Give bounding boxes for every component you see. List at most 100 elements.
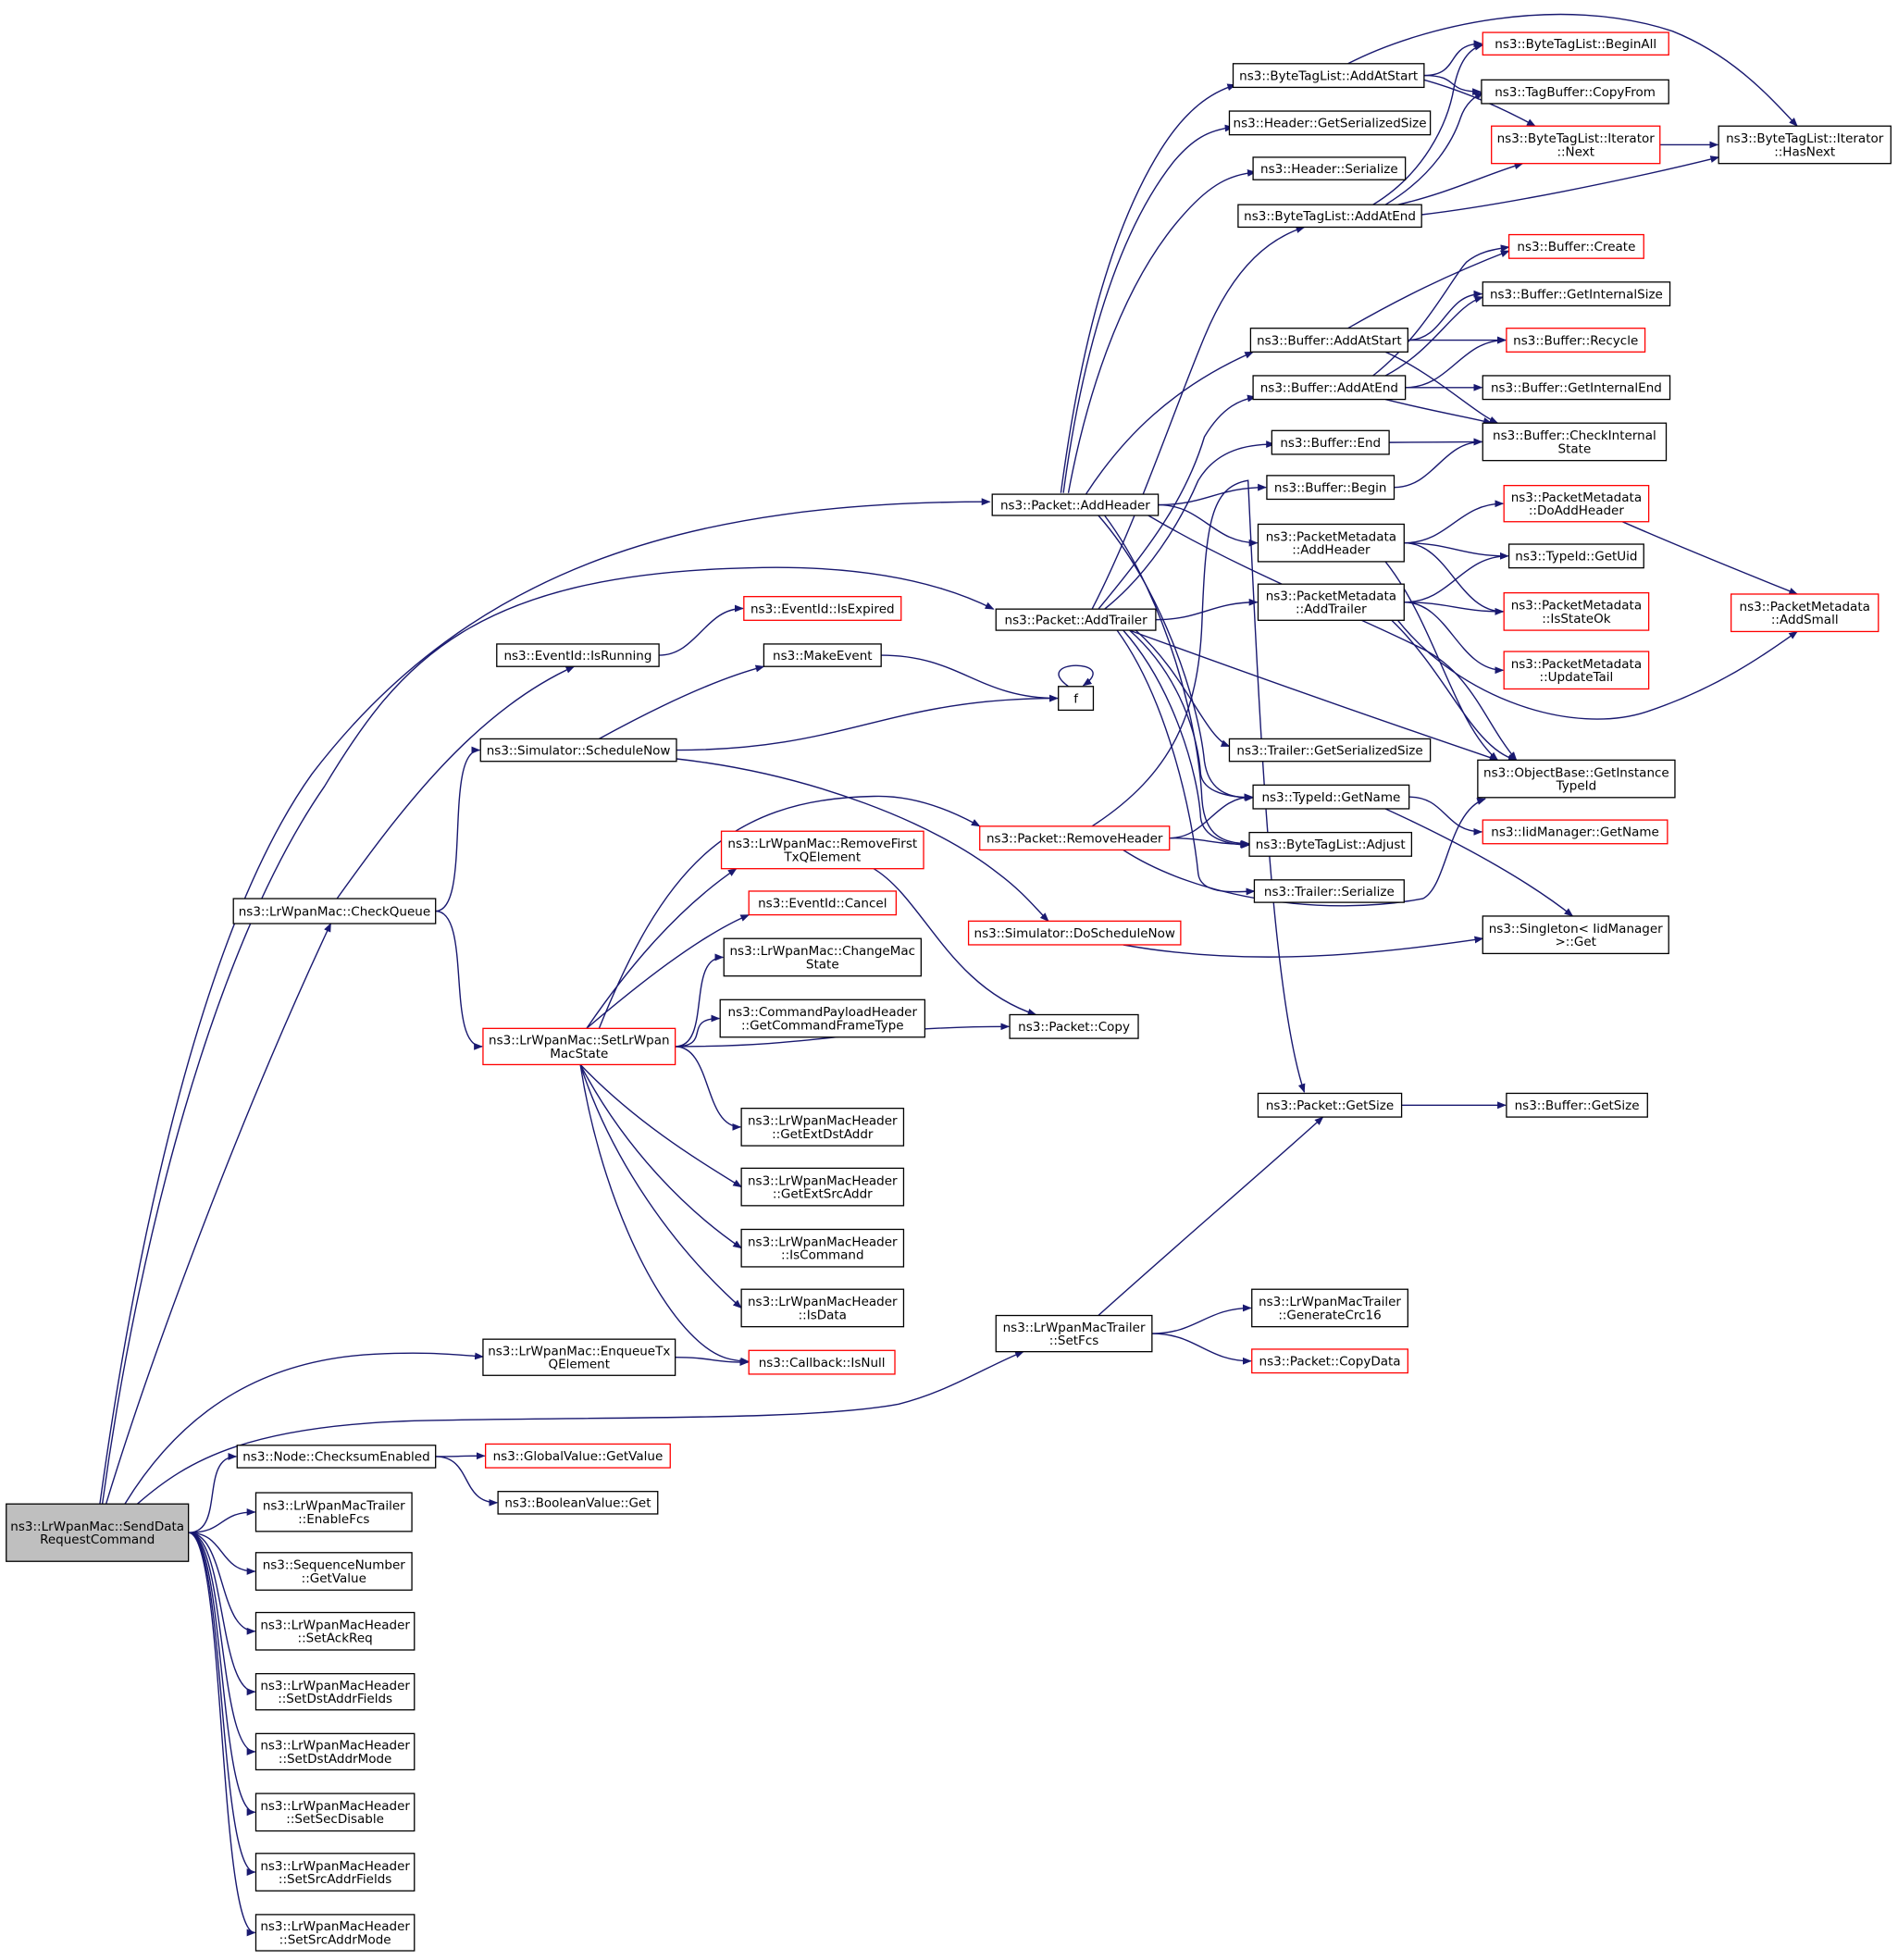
node-is-command[interactable]: ns3::LrWpanMacHeader::IsCommand	[740, 1228, 905, 1268]
node-iidmanager-getname[interactable]: ns3::IidManager::GetName	[1482, 819, 1669, 845]
node-tagbuffer-copyfrom[interactable]: ns3::TagBuffer::CopyFrom	[1481, 79, 1669, 105]
node-boolean-get[interactable]: ns3::BooleanValue::Get	[497, 1491, 659, 1515]
edge-line	[1622, 521, 1799, 595]
node-label: ::SetAckReq	[298, 1631, 373, 1646]
node-set-dstaddrmode[interactable]: ns3::LrWpanMacHeader::SetDstAddrMode	[254, 1732, 416, 1771]
edge-line	[188, 1532, 256, 1876]
node-set-srcaddrfields[interactable]: ns3::LrWpanMacHeader::SetSrcAddrFields	[254, 1853, 416, 1892]
node-packet-getsize[interactable]: ns3::Packet::GetSize	[1257, 1092, 1403, 1118]
node-get-ext-dst[interactable]: ns3::LrWpanMacHeader::GetExtDstAddr	[740, 1107, 905, 1147]
node-set-dstaddrfields[interactable]: ns3::LrWpanMacHeader::SetDstAddrFields	[254, 1672, 416, 1711]
node-box	[1506, 328, 1646, 353]
node-set-ackreq[interactable]: ns3::LrWpanMacHeader::SetAckReq	[254, 1611, 416, 1651]
node-box	[232, 898, 437, 924]
node-buffer-begin[interactable]: ns3::Buffer::Begin	[1266, 475, 1396, 501]
node-eventid-cancel[interactable]: ns3::EventId::Cancel	[748, 890, 898, 916]
node-eventid-isexpired[interactable]: ns3::EventId::IsExpired	[743, 596, 902, 621]
node-pm-addsmall[interactable]: ns3::PacketMetadata::AddSmall	[1730, 593, 1879, 633]
node-label: ::IsStateOk	[1542, 612, 1610, 626]
node-buffer-getsize[interactable]: ns3::Buffer::GetSize	[1506, 1092, 1648, 1118]
node-trailer-getsersize[interactable]: ns3::Trailer::GetSerializedSize	[1228, 738, 1432, 763]
edge-add-header-to-objectbase-getinstance	[1147, 515, 1518, 762]
node-checksum[interactable]: ns3::Node::ChecksumEnabled	[236, 1445, 437, 1469]
node-buffer-addatstart[interactable]: ns3::Buffer::AddAtStart	[1249, 328, 1408, 353]
node-trailer-serialize[interactable]: ns3::Trailer::Serialize	[1253, 879, 1405, 903]
node-pm-isstateok[interactable]: ns3::PacketMetadata::IsStateOk	[1503, 591, 1650, 631]
node-typeid-getuid[interactable]: ns3::TypeId::GetUid	[1507, 543, 1644, 569]
node-singleton-get[interactable]: ns3::Singleton< IidManager>::Get	[1482, 915, 1669, 955]
node-label: ns3::Buffer::CheckInternal	[1493, 428, 1656, 443]
node-label: ns3::ByteTagList::Iterator	[1726, 131, 1884, 146]
edge-btl-addatend-to-btl-iter-hasnext	[1421, 155, 1720, 216]
node-callback-isnull[interactable]: ns3::Callback::IsNull	[748, 1349, 896, 1375]
node-f[interactable]: f	[1058, 686, 1095, 712]
edge-line	[1147, 515, 1518, 762]
node-buffer-create[interactable]: ns3::Buffer::Create	[1507, 233, 1644, 259]
node-seq-getvalue[interactable]: ns3::SequenceNumber::GetValue	[254, 1552, 413, 1591]
node-label: ns3::LrWpanMac::RemoveFirst	[727, 837, 917, 851]
node-check-queue[interactable]: ns3::LrWpanMac::CheckQueue	[232, 898, 437, 924]
node-gen-crc16[interactable]: ns3::LrWpanMacTrailer::GenerateCrc16	[1251, 1288, 1408, 1328]
node-pm-updatetail[interactable]: ns3::PacketMetadata::UpdateTail	[1503, 651, 1650, 690]
node-label: ns3::Singleton< IidManager	[1489, 922, 1663, 937]
node-packet-copy[interactable]: ns3::Packet::Copy	[1009, 1013, 1139, 1039]
edge-line	[675, 1046, 742, 1131]
node-box	[719, 999, 926, 1038]
node-set-fcs[interactable]: ns3::LrWpanMacTrailer::SetFcs	[995, 1314, 1153, 1353]
node-copy-data[interactable]: ns3::Packet::CopyData	[1251, 1348, 1408, 1374]
node-box	[967, 920, 1182, 946]
node-global-getvalue[interactable]: ns3::GlobalValue::GetValue	[484, 1443, 671, 1469]
node-header-getsersize[interactable]: ns3::Header::GetSerializedSize	[1228, 110, 1432, 136]
node-buffer-addatend[interactable]: ns3::Buffer::AddAtEnd	[1252, 375, 1407, 401]
node-btl-beginall[interactable]: ns3::ByteTagList::BeginAll	[1482, 31, 1669, 56]
node-header-serialize[interactable]: ns3::Header::Serialize	[1252, 156, 1407, 180]
node-remove-header[interactable]: ns3::Packet::RemoveHeader	[979, 825, 1171, 851]
node-cmd-frame-type[interactable]: ns3::CommandPayloadHeader::GetCommandFra…	[719, 999, 926, 1038]
node-enable-fcs[interactable]: ns3::LrWpanMacTrailer::EnableFcs	[254, 1492, 413, 1532]
node-label: ns3::LrWpanMacHeader	[260, 1679, 410, 1693]
edge-root-to-set-dstaddrmode	[188, 1532, 256, 1755]
node-btl-addatstart[interactable]: ns3::ByteTagList::AddAtStart	[1232, 63, 1425, 89]
edge-line	[188, 1532, 256, 1755]
node-buffer-getinternalsize[interactable]: ns3::Buffer::GetInternalSize	[1482, 281, 1671, 307]
node-pm-addtrailer[interactable]: ns3::PacketMetadata::AddTrailer	[1257, 583, 1405, 621]
edge-add-header-to-typeid-getname	[1098, 515, 1255, 802]
node-btl-addatend[interactable]: ns3::ByteTagList::AddAtEnd	[1237, 204, 1422, 229]
node-get-ext-src[interactable]: ns3::LrWpanMacHeader::GetExtSrcAddr	[740, 1167, 905, 1207]
node-buffer-end[interactable]: ns3::Buffer::End	[1271, 429, 1390, 455]
edge-set-state-to-get-ext-src	[579, 1063, 742, 1188]
node-set-secdisable[interactable]: ns3::LrWpanMacHeader::SetSecDisable	[254, 1793, 416, 1832]
node-schedule-now[interactable]: ns3::Simulator::ScheduleNow	[479, 738, 677, 763]
node-pm-doaddheader[interactable]: ns3::PacketMetadata::DoAddHeader	[1503, 484, 1650, 523]
node-add-trailer[interactable]: ns3::Packet::AddTrailer	[995, 608, 1157, 631]
node-box	[6, 1503, 190, 1562]
node-buffer-recycle[interactable]: ns3::Buffer::Recycle	[1506, 328, 1646, 353]
node-box	[1271, 429, 1390, 455]
node-box	[254, 1672, 416, 1711]
node-label: ns3::CommandPayloadHeader	[728, 1005, 918, 1020]
node-box	[1257, 523, 1405, 563]
node-set-srcaddrmode[interactable]: ns3::LrWpanMacHeader::SetSrcAddrMode	[254, 1914, 416, 1952]
node-add-header[interactable]: ns3::Packet::AddHeader	[991, 493, 1160, 516]
node-make-event[interactable]: ns3::MakeEvent	[763, 643, 882, 667]
node-typeid-getname[interactable]: ns3::TypeId::GetName	[1252, 784, 1410, 810]
node-do-schedule-now[interactable]: ns3::Simulator::DoScheduleNow	[967, 920, 1182, 946]
node-is-data[interactable]: ns3::LrWpanMacHeader::IsData	[740, 1288, 905, 1328]
node-eventid-isrunning[interactable]: ns3::EventId::IsRunning	[496, 643, 660, 667]
edge-line	[1116, 629, 1256, 896]
edge-pm-addtrailer-to-objectbase-getinstance	[1391, 619, 1518, 762]
node-pm-addheader[interactable]: ns3::PacketMetadata::AddHeader	[1257, 523, 1405, 563]
node-btl-iter-hasnext[interactable]: ns3::ByteTagList::Iterator::HasNext	[1718, 125, 1892, 165]
node-btl-adjust[interactable]: ns3::ByteTagList::Adjust	[1248, 831, 1413, 857]
node-label: ::AddHeader	[1292, 543, 1371, 558]
node-btl-iter-next[interactable]: ns3::ByteTagList::Iterator::Next	[1491, 125, 1661, 165]
node-buffer-getinternalend[interactable]: ns3::Buffer::GetInternalEnd	[1482, 375, 1671, 401]
node-box	[254, 1853, 416, 1892]
